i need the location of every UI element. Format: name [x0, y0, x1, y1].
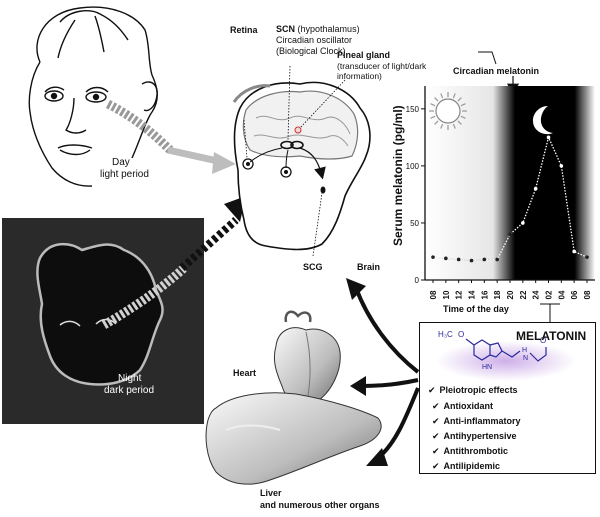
- label-liver: Liver: [260, 488, 282, 498]
- label-scn-title: SCN: [276, 24, 296, 34]
- effects-box: H₃C O HN H N O MELATONIN Pleiotropic eff…: [419, 322, 596, 474]
- sun-ray: [457, 97, 462, 102]
- bracket-circadian: [478, 51, 497, 65]
- melatonin-series-points: [431, 135, 589, 263]
- effect-item: Antilipidemic: [432, 461, 501, 472]
- moon: [532, 106, 553, 135]
- x-tick-label: 12: [455, 290, 464, 299]
- series-point: [431, 255, 435, 259]
- label-scg: SCG: [303, 262, 323, 272]
- label-pineal: Pineal gland: [337, 50, 391, 60]
- label-night-sub: dark period: [104, 385, 155, 396]
- molecule-h: H: [522, 347, 527, 354]
- effects-title: Pleiotropic effects: [428, 385, 518, 396]
- label-retina: Retina: [230, 25, 258, 35]
- y-axis-label: Serum melatonin (pg/ml): [391, 105, 405, 246]
- label-circadian: Circadian melatonin: [453, 66, 540, 76]
- x-tick-label: 18: [493, 290, 502, 299]
- series-point: [559, 164, 564, 168]
- effect-item: Antioxidant: [432, 401, 494, 412]
- sun-ray: [434, 120, 439, 125]
- series-point: [482, 257, 487, 262]
- label-day: Day: [112, 157, 130, 168]
- heart: [273, 310, 341, 406]
- x-tick-label: 02: [545, 290, 554, 299]
- sun-ray: [430, 115, 436, 119]
- series-point: [521, 221, 525, 225]
- sun-ray: [457, 120, 462, 125]
- label-pineal-sub1: (transducer of light/dark: [337, 61, 427, 71]
- sun-ray: [452, 123, 456, 129]
- molecule-hn: HN: [482, 364, 492, 371]
- y-tick-label: 0: [415, 276, 420, 285]
- series-point: [456, 257, 461, 262]
- label-heart: Heart: [233, 368, 257, 378]
- day-light-ray: [105, 99, 236, 174]
- series-point: [546, 135, 551, 140]
- sun-ray: [460, 103, 466, 107]
- melatonin-molecule: H₃C O HN H N O MELATONIN: [436, 329, 586, 381]
- label-scn: SCN (hypothalamus): [276, 24, 360, 34]
- series-point: [508, 232, 512, 237]
- effect-item: Antihypertensive: [432, 431, 517, 442]
- molecule-o: O: [458, 330, 464, 339]
- y-tick-label: 50: [410, 219, 419, 228]
- x-tick-label: 20: [506, 290, 515, 299]
- sun-ray: [460, 115, 466, 119]
- y-tick-label: 100: [406, 162, 420, 171]
- series-point: [585, 255, 589, 259]
- brain: [232, 81, 371, 251]
- sun: [429, 92, 467, 130]
- molecule-n: N: [523, 355, 528, 362]
- x-tick-label: 06: [570, 290, 579, 299]
- series-point: [495, 257, 499, 262]
- sun-ray: [440, 93, 444, 99]
- sun-ray: [440, 123, 444, 129]
- label-pineal-sub2: information): [337, 71, 382, 81]
- sun-ray: [434, 97, 439, 102]
- night-face: [36, 243, 164, 386]
- x-axis-label: Time of the day: [443, 304, 509, 314]
- molecule-o2: O: [540, 336, 546, 345]
- label-scn-sub2: Circadian oscillator: [276, 35, 353, 45]
- effect-item: Antithrombotic: [432, 446, 509, 457]
- label-day-sub: light period: [100, 169, 149, 180]
- day-face: [28, 6, 158, 187]
- label-leaders: [243, 65, 346, 257]
- label-liver-sub: and numerous other organs: [260, 500, 380, 510]
- molecule-h3c: H₃C: [438, 330, 453, 339]
- sun-ray: [452, 93, 456, 99]
- x-tick-label: 08: [429, 290, 438, 299]
- label-scn-sub1: (hypothalamus): [297, 24, 360, 34]
- x-tick-label: 08: [583, 290, 592, 299]
- y-tick-label: 150: [406, 105, 420, 114]
- label-brain: Brain: [357, 262, 381, 272]
- molecule-name: MELATONIN: [516, 329, 586, 343]
- x-tick-label: 24: [532, 290, 541, 299]
- liver: [205, 392, 382, 485]
- label-night: Night: [118, 373, 142, 384]
- label-scn-sub3: (Biological Clock): [276, 46, 346, 56]
- x-tick-label: 10: [442, 290, 451, 299]
- series-point: [469, 258, 474, 263]
- sun-ray: [430, 103, 436, 107]
- x-tick-label: 14: [468, 290, 477, 299]
- y-ticks: 0 50 100 150: [406, 105, 425, 285]
- x-tick-label: 04: [557, 290, 566, 299]
- effect-item: Anti-inflammatory: [432, 416, 521, 427]
- x-tick-label: 16: [480, 290, 489, 299]
- x-tick-label: 22: [519, 290, 528, 299]
- series-point: [444, 256, 448, 261]
- effect-arrowheads: [346, 278, 388, 466]
- series-point: [572, 249, 576, 254]
- series-point: [533, 186, 538, 191]
